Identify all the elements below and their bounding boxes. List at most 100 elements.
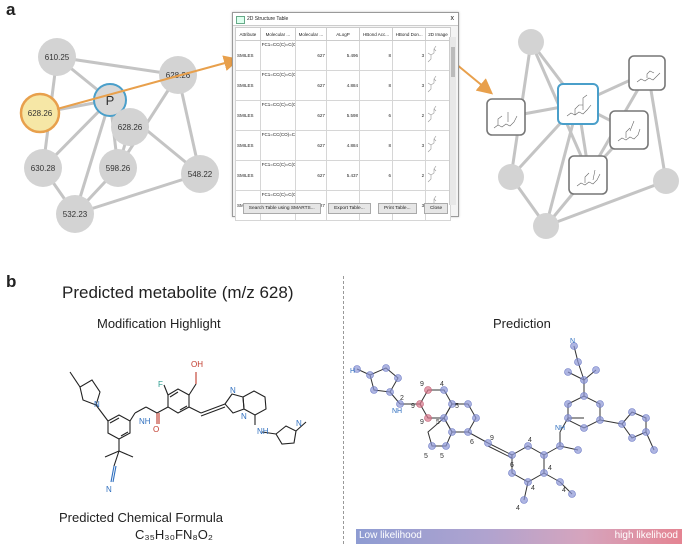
label-598: 598.26 <box>106 164 131 173</box>
panel-divider <box>343 276 344 544</box>
node-532 <box>56 195 94 233</box>
export-table-button[interactable]: Export Table... <box>328 203 371 214</box>
structure-table-window: 2D Structure Table x Attribute Molecular… <box>232 12 459 221</box>
row-hba: 8 <box>358 40 394 71</box>
col-molecular-2[interactable]: Molecular ... <box>294 27 327 41</box>
row-2d-image <box>425 100 451 131</box>
row-smiles: FC1=CC(CO)=C(C#CC2=CN=C3N2C=CC=C3N)C4=CN… <box>259 130 296 161</box>
row-mw: 627 <box>294 160 327 191</box>
node-598 <box>99 149 137 187</box>
panel-b-letter: b <box>6 272 17 291</box>
row-smiles: FC1=CC(C)=C(C#CC2=CN=C3N2C=CC=C3N)C4=CN(… <box>259 70 296 101</box>
table-row[interactable]: SMILESFC1=CC(CO)=C(C#CC2=CN=C3N2C=CC=C3N… <box>235 130 451 161</box>
label-P: P <box>106 93 115 108</box>
window-close-icon[interactable]: x <box>450 15 455 22</box>
chemical-formula: C₃₅H₃₀FN₈O₂ <box>135 527 213 542</box>
row-mw: 627 <box>294 100 327 131</box>
formula-label: Predicted Chemical Formula <box>59 510 224 525</box>
label-630: 630.28 <box>31 164 56 173</box>
molecule-thumbnail-icon <box>427 45 437 63</box>
box-node-parent <box>557 83 599 125</box>
row-smiles: FC1=CC(C)=C(C#CC2=CN=C3N2C=CC=C3N)C4=CN(… <box>259 100 296 131</box>
arrow-to-table <box>56 55 240 110</box>
row-alogp: 4.884 <box>325 130 361 161</box>
row-attribute: SMILES <box>235 40 261 71</box>
molecule-thumbnail-icon <box>427 75 437 93</box>
modification-highlight-subtitle: Modification Highlight <box>97 316 221 331</box>
panel-a-letter: a <box>6 0 16 19</box>
table-scrollbar[interactable] <box>449 37 456 205</box>
node-630 <box>24 149 62 187</box>
window-app-icon <box>236 16 245 24</box>
legend-low-label: Low likelihood <box>359 530 422 541</box>
row-hbd: 2 <box>392 160 427 191</box>
row-smiles: FC1=CC(C)=C(C#CC2=CN=C3N2C=CC=C3N)C4=CN(… <box>259 40 296 71</box>
table-row[interactable]: SMILESFC1=CC(C)=C(C#CC2=CN=C3N2C=CC=C3NH… <box>235 160 451 191</box>
molecule-thumbnail-icon <box>427 165 437 183</box>
node-628b <box>111 108 149 146</box>
row-attribute: SMILES <box>235 160 261 191</box>
row-2d-image <box>425 130 451 161</box>
molecule-thumbnail-icon <box>427 105 437 123</box>
row-alogp: 5.598 <box>325 100 361 131</box>
label-628b: 628.26 <box>118 123 143 132</box>
window-titlebar: 2D Structure Table x <box>233 13 458 26</box>
table-row[interactable]: SMILESFC1=CC(C)=C(C#CC2=CN=C3N2C=CC=C3N)… <box>235 70 451 101</box>
node-610 <box>38 38 76 76</box>
row-hba: 8 <box>358 130 394 161</box>
row-2d-image <box>425 70 451 101</box>
row-mw: 627 <box>294 70 327 101</box>
box-node-molecules <box>493 70 661 187</box>
row-mw: 627 <box>294 40 327 71</box>
prediction-subtitle: Prediction <box>493 316 551 331</box>
row-mw: 627 <box>294 130 327 161</box>
window-title: 2D Structure Table <box>247 16 289 22</box>
row-hbd: 3 <box>392 40 427 71</box>
col-2d-image[interactable]: 2D Image <box>425 27 451 41</box>
molecule-thumbnail-icon <box>427 135 437 153</box>
search-smarts-button[interactable]: Search Table using SMARTS... <box>242 203 321 214</box>
scrollbar-thumb[interactable] <box>451 47 455 77</box>
node-628-selected <box>19 92 61 134</box>
legend-high-label: high likelihood <box>614 530 678 541</box>
row-hbd: 3 <box>392 70 427 101</box>
row-hba: 6 <box>358 100 394 131</box>
col-hbond-acc[interactable]: HBond Acc... <box>358 27 394 41</box>
table-row[interactable]: SMILESFC1=CC(C)=C(C#CC2=CN=C3N2C=CC=C3N)… <box>235 40 451 71</box>
label-548: 548.22 <box>188 170 213 179</box>
label-610: 610.25 <box>45 53 70 62</box>
label-628-selected: 628.26 <box>28 109 53 118</box>
col-attribute[interactable]: Attribute <box>235 27 261 41</box>
box-node-3 <box>609 110 649 150</box>
col-alogp[interactable]: ALogP <box>325 27 361 41</box>
row-hba: 8 <box>358 70 394 101</box>
label-532: 532.23 <box>63 210 88 219</box>
row-alogp: 5.496 <box>325 40 361 71</box>
box-node-4 <box>568 155 608 195</box>
row-hba: 6 <box>358 160 394 191</box>
close-button[interactable]: Close <box>423 203 449 214</box>
row-hbd: 3 <box>392 130 427 161</box>
panel-b-title: Predicted metabolite (m/z 628) <box>62 283 294 302</box>
row-attribute: SMILES <box>235 70 261 101</box>
likelihood-legend-bar: Low likelihood high likelihood <box>356 529 682 544</box>
arrow-to-network <box>455 63 494 95</box>
print-table-button[interactable]: Print Table... <box>378 203 417 214</box>
box-node-2 <box>486 98 526 136</box>
row-2d-image <box>425 40 451 71</box>
window-button-bar: Search Table using SMARTS... Export Tabl… <box>233 203 458 214</box>
node-548 <box>181 155 219 193</box>
row-hbd: 2 <box>392 100 427 131</box>
table-row[interactable]: SMILESFC1=CC(C)=C(C#CC2=CN=C3N2C=CC=C3N)… <box>235 100 451 131</box>
structure-table: Attribute Molecular ... Molecular ... AL… <box>235 27 451 221</box>
col-molecular-1[interactable]: Molecular ... <box>259 27 296 41</box>
row-smiles: FC1=CC(C)=C(C#CC2=CN=C3N2C=CC=C3NH)C(C)=… <box>259 160 296 191</box>
row-attribute: SMILES <box>235 130 261 161</box>
row-attribute: SMILES <box>235 100 261 131</box>
col-hbond-don[interactable]: HBond Don... <box>392 27 427 41</box>
row-alogp: 5.437 <box>325 160 361 191</box>
right-network-nodes <box>498 29 679 239</box>
row-alogp: 4.884 <box>325 70 361 101</box>
row-2d-image <box>425 160 451 191</box>
